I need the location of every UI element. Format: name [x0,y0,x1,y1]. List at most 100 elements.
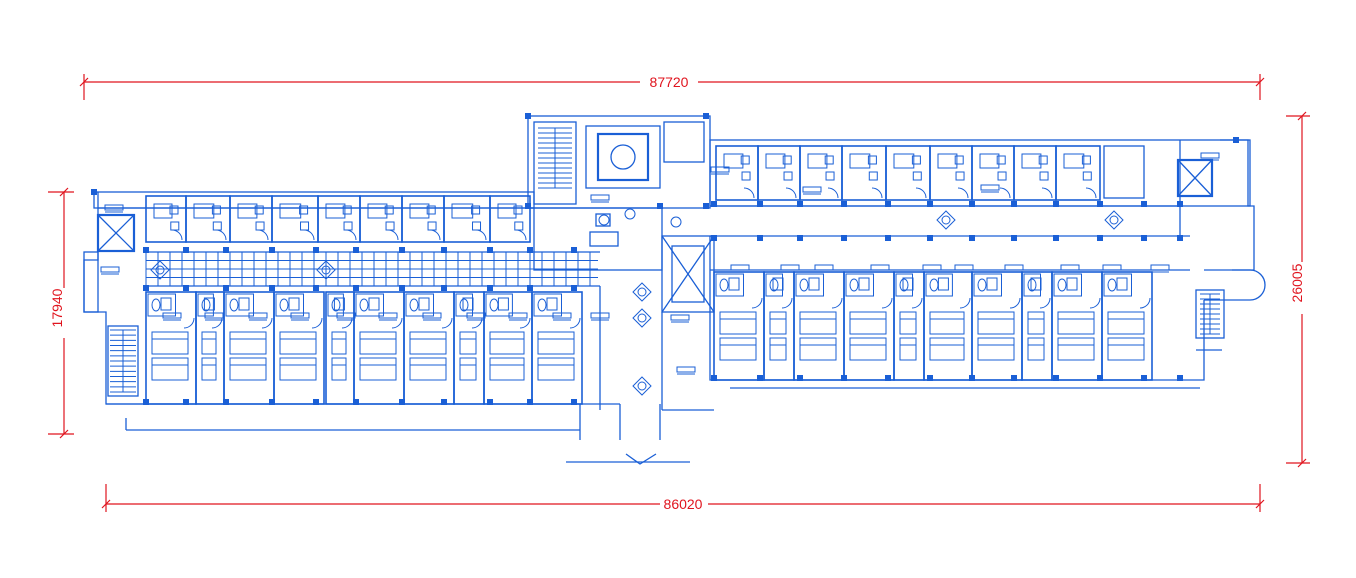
desk [325,203,346,219]
toilet [1027,278,1037,292]
door-swing [441,317,453,329]
door-swing [911,297,923,309]
bed [1027,337,1045,361]
room-tag [870,264,890,271]
bathroom [1103,273,1132,297]
door-swing [959,297,971,309]
bed [201,357,217,381]
column [399,247,405,253]
bed [1057,311,1095,335]
column [399,399,405,405]
chair [170,221,180,231]
column [703,203,709,209]
toilet [409,298,419,312]
central-block [150,115,1124,465]
toilet [151,298,161,312]
column [885,201,891,207]
door-swing [1139,297,1151,309]
washbasin [1116,277,1128,291]
column [1011,201,1017,207]
guest-room [453,291,485,405]
column [91,189,97,195]
door-swing [345,229,357,241]
marker-circle [598,214,610,226]
bed [977,337,1015,361]
marker-diamond [936,210,956,230]
room-tag [676,366,696,373]
column [313,247,319,253]
chair [825,171,835,181]
column [313,285,319,291]
bed [719,311,757,335]
bed [151,331,189,355]
column [927,235,933,241]
bathroom [355,293,384,317]
chair [212,221,222,231]
desk [849,153,871,169]
toilet [929,278,939,292]
column [1011,235,1017,241]
column [969,201,975,207]
desk [193,203,215,219]
door-swing [1039,297,1051,309]
column [143,285,149,291]
washbasin [728,277,740,291]
room-tags [100,152,1220,375]
room-tag [802,186,822,193]
room-tag [466,312,486,319]
column [1097,375,1103,381]
column [183,247,189,253]
door-swing [1089,297,1101,309]
chair [384,205,394,215]
bed [229,331,267,355]
door-swing [999,187,1011,199]
office-room [145,195,187,243]
marker-diamond [632,282,652,302]
guest-room [195,291,225,405]
bathroom [765,273,783,297]
column [1177,235,1183,241]
chair [514,221,524,231]
column [571,285,577,291]
chair [824,155,834,165]
guest-room [893,271,925,381]
marker-circle [1109,215,1119,225]
column [487,399,493,405]
bed [1107,311,1145,335]
bed [1057,337,1095,361]
column [143,247,149,253]
column [525,113,531,119]
east-guest-rooms [713,271,1153,381]
guest-room [1101,271,1153,381]
marker-circle [155,265,165,275]
bed [769,337,787,361]
door-swing [827,187,839,199]
office-room [271,195,319,243]
toilet [201,298,211,312]
bed [977,311,1015,335]
washbasin [462,297,474,311]
door-swing [1009,297,1021,309]
toilet [1107,278,1117,292]
door-swing [429,229,441,241]
chair [782,155,792,165]
marker-circle [941,215,951,225]
room-tag [378,312,398,319]
toilet [229,298,239,312]
washbasin [160,297,172,311]
bed [359,357,397,381]
column [1233,137,1239,143]
column [841,201,847,207]
room-tag [670,314,690,321]
column [1053,375,1059,381]
column [313,399,319,405]
door-swing [871,187,883,199]
desk [279,203,302,219]
desk [893,153,915,169]
office-room [359,195,403,243]
door-swing [743,187,755,199]
column [1141,375,1147,381]
washbasin [368,297,380,311]
column [885,235,891,241]
column [571,399,577,405]
